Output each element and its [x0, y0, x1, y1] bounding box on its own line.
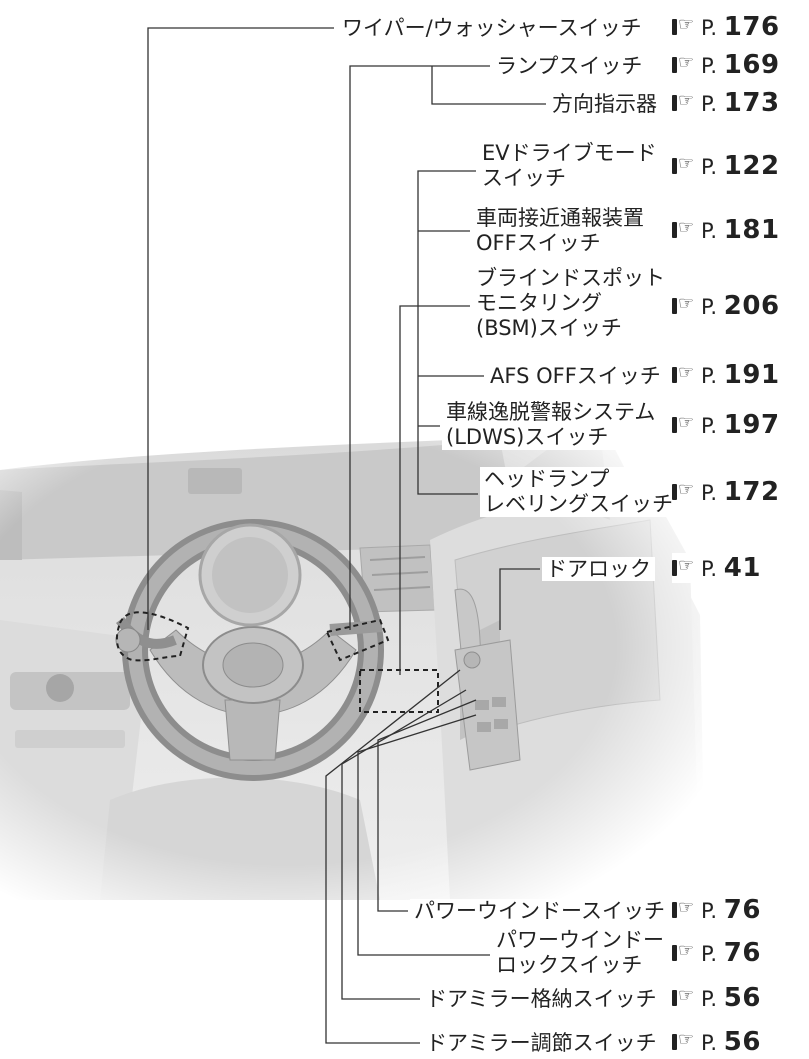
page-ref-door-lock[interactable]: P. 41 [672, 553, 761, 583]
book-pointing-hand-icon [672, 217, 696, 239]
book-pointing-hand-icon [672, 897, 696, 919]
page-ref-mirror-adjust[interactable]: P. 56 [672, 1027, 761, 1057]
leader-lines [147, 27, 546, 1044]
book-pointing-hand-icon [672, 479, 696, 501]
label-wiper-washer-switch: ワイパー/ウォッシャースイッチ [338, 16, 646, 40]
book-pointing-hand-icon [672, 52, 696, 74]
label-door-mirror-fold-switch: ドアミラー格納スイッチ [422, 987, 661, 1011]
page-ref-ev-drive-mode[interactable]: P. 122 [672, 151, 780, 181]
page-ref-mirror-fold[interactable]: P. 56 [672, 983, 761, 1013]
book-pointing-hand-icon [672, 412, 696, 434]
page-ref-turn-signal[interactable]: P. 173 [672, 88, 780, 118]
book-pointing-hand-icon [672, 90, 696, 112]
page-ref-bsm[interactable]: P. 206 [672, 291, 780, 321]
label-bsm-switch: ブラインドスポットモニタリング(BSM)スイッチ [472, 266, 669, 341]
label-door-lock: ドアロック [542, 557, 655, 581]
page-ref-power-window[interactable]: P. 76 [672, 895, 761, 925]
page-ref-wiper[interactable]: P. 176 [672, 12, 780, 42]
page-ref-proximity-alert[interactable]: P. 181 [672, 215, 780, 245]
page-ref-afs-off[interactable]: P. 191 [672, 360, 780, 390]
label-headlamp-leveling-switch: ヘッドランプレベリングスイッチ [480, 467, 677, 517]
page-ref-ldws[interactable]: P. 197 [672, 410, 780, 440]
label-afs-off-switch: AFS OFFスイッチ [486, 364, 665, 388]
label-power-window-switch: パワーウインドースイッチ [410, 899, 669, 923]
book-pointing-hand-icon [672, 940, 696, 962]
highlight-boxes [115, 611, 439, 713]
book-pointing-hand-icon [672, 1029, 696, 1051]
book-pointing-hand-icon [672, 153, 696, 175]
label-power-window-lock-switch: パワーウインドーロックスイッチ [492, 928, 668, 978]
label-lamp-switch: ランプスイッチ [492, 54, 647, 78]
page-ref-power-window-lock[interactable]: P. 76 [672, 938, 761, 968]
page-ref-headlamp-leveling[interactable]: P. 172 [672, 477, 780, 507]
book-pointing-hand-icon [672, 985, 696, 1007]
book-pointing-hand-icon [672, 362, 696, 384]
page-ref-lamp[interactable]: P. 169 [672, 50, 780, 80]
label-turn-signal: 方向指示器 [548, 92, 661, 116]
label-door-mirror-adjust-switch: ドアミラー調節スイッチ [422, 1031, 661, 1055]
book-pointing-hand-icon [672, 293, 696, 315]
label-ev-drive-mode-switch: EVドライブモードスイッチ [478, 141, 661, 191]
book-pointing-hand-icon [672, 14, 696, 36]
label-ldws-switch: 車線逸脱警報システム(LDWS)スイッチ [442, 400, 660, 450]
book-pointing-hand-icon [672, 555, 696, 577]
